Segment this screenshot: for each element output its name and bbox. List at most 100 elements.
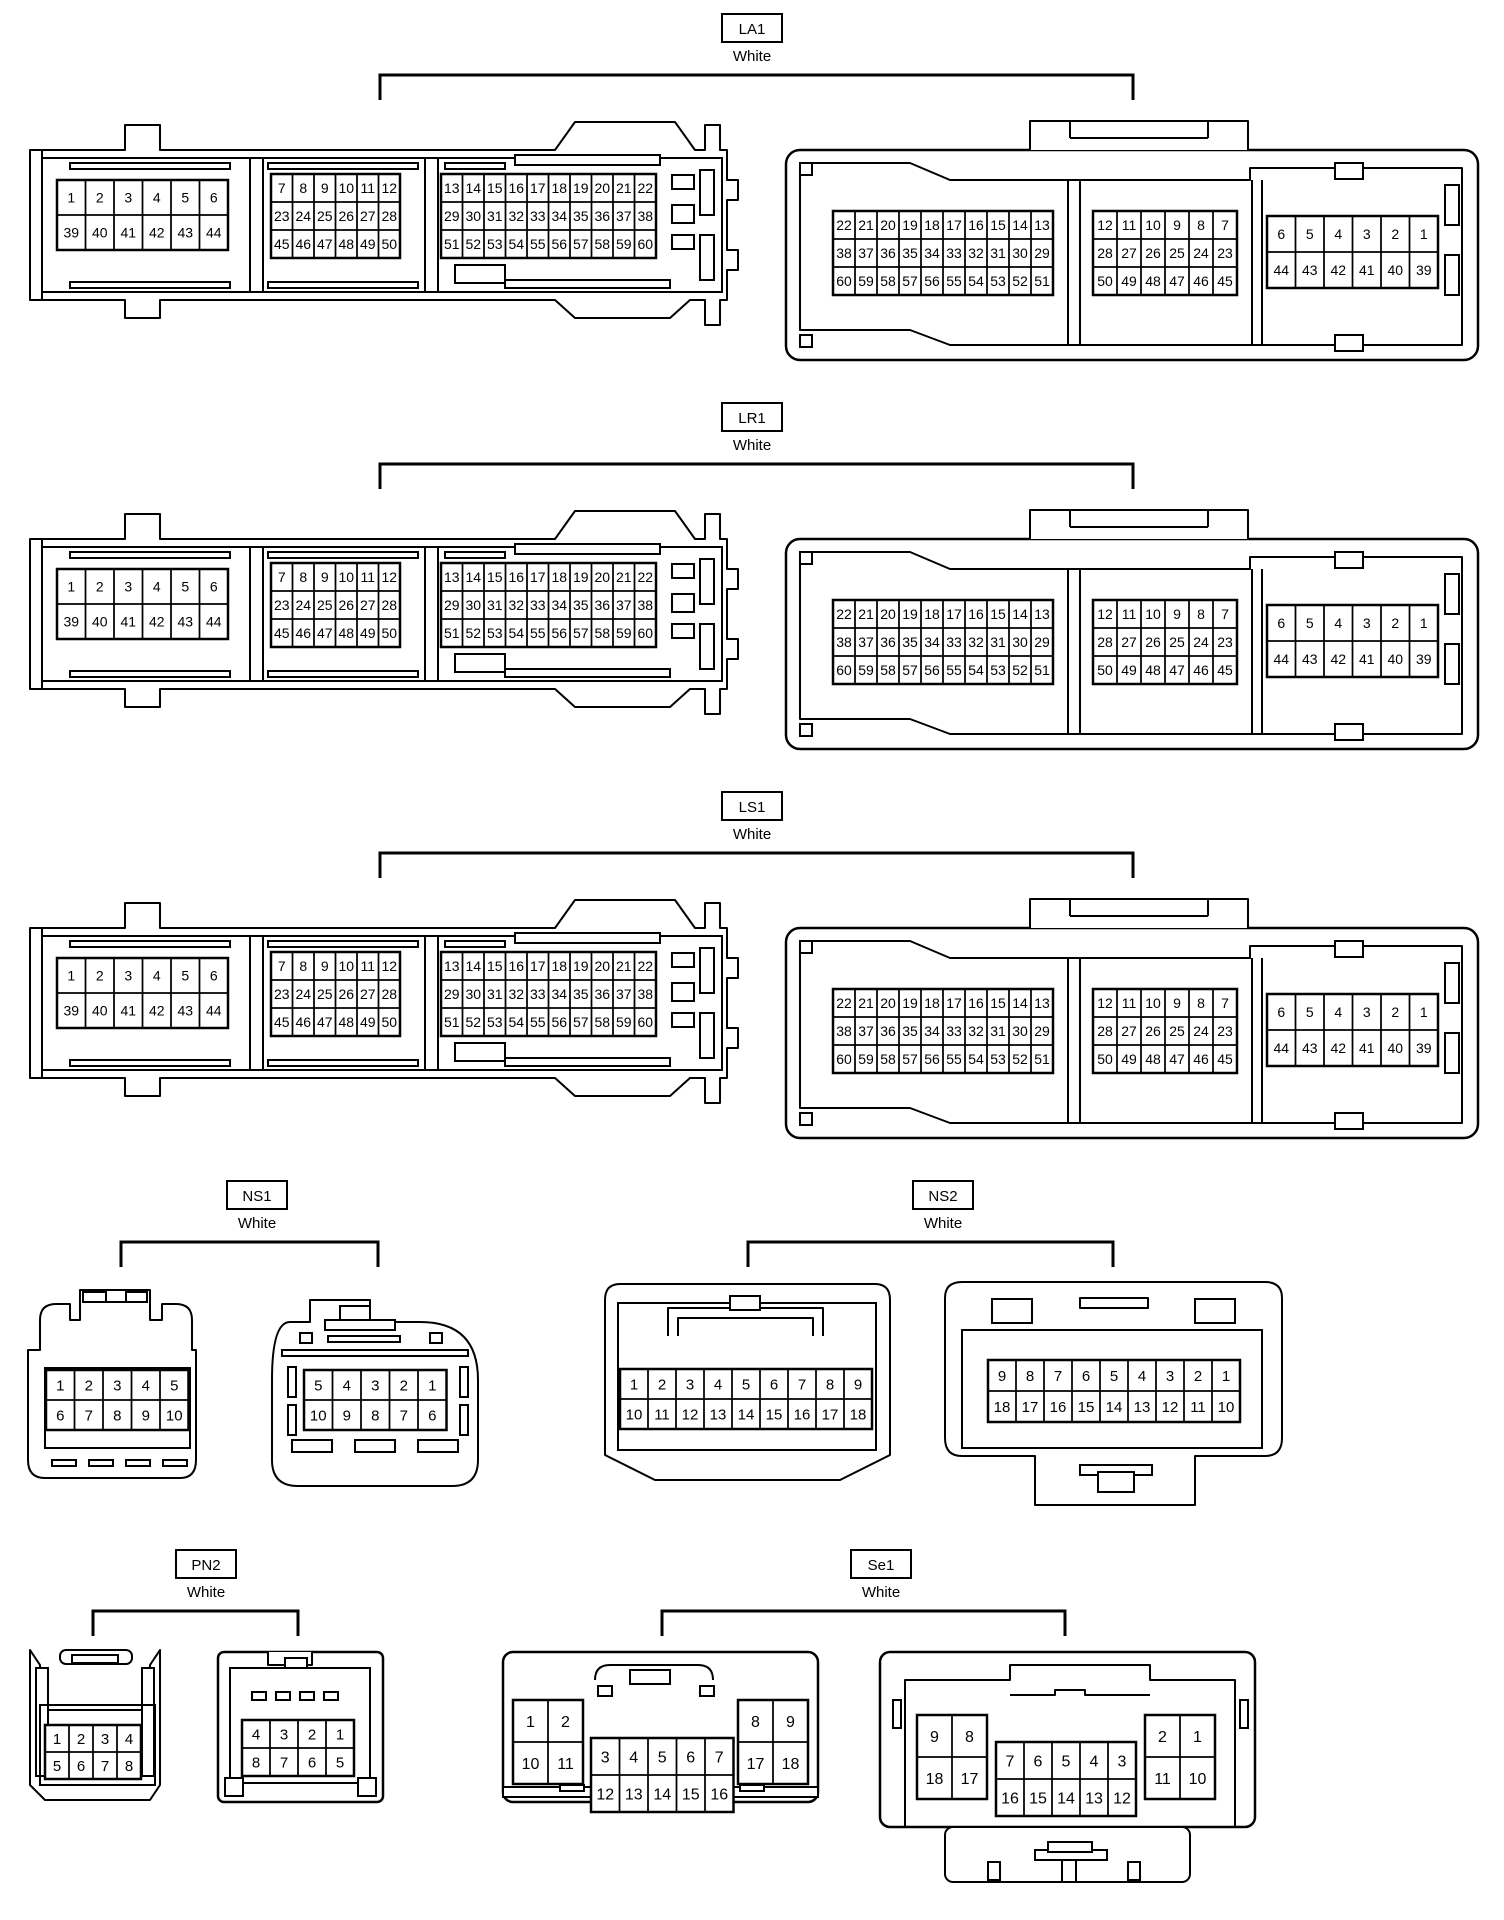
pin-number: 49 [360, 236, 376, 252]
pin-number: 16 [968, 606, 984, 622]
housing-outline [1010, 1689, 1150, 1696]
latch-tab [284, 1657, 308, 1669]
pin-number: 60 [637, 625, 653, 641]
pin-number: 22 [836, 217, 852, 233]
pin-number: 20 [594, 569, 610, 585]
pin-number: 36 [880, 634, 896, 650]
housing-outline [799, 162, 1463, 346]
pin-number: 1 [1420, 615, 1428, 631]
pin-number: 18 [924, 217, 940, 233]
pin-number: 4 [1334, 226, 1342, 242]
pin-number: 12 [381, 569, 397, 585]
pin-number: 9 [998, 1368, 1006, 1385]
pin-number: 5 [1306, 1004, 1314, 1020]
pin-number: 6 [1277, 1004, 1285, 1020]
key-block [671, 234, 695, 250]
pin-number: 9 [854, 1376, 862, 1393]
pin-number: 10 [338, 180, 354, 196]
pin-number: 54 [968, 1051, 984, 1067]
pin-number: 7 [715, 1749, 724, 1766]
pin-number: 27 [1121, 1023, 1137, 1039]
pin-number: 57 [902, 662, 918, 678]
pin-number: 13 [710, 1406, 727, 1423]
pin-number: 5 [53, 1758, 61, 1775]
pin-number: 14 [1057, 1790, 1075, 1807]
connector-code-ns1: NS1 [242, 1188, 271, 1205]
pin-number: 14 [465, 180, 481, 196]
pin-number: 41 [1359, 262, 1375, 278]
pin-number: 5 [1306, 615, 1314, 631]
pin-number: 4 [629, 1749, 638, 1766]
pin-number: 35 [573, 597, 589, 613]
pin-number: 8 [1026, 1368, 1034, 1385]
pin-number: 9 [1173, 606, 1181, 622]
pin-number: 11 [360, 958, 375, 974]
pin-number: 54 [968, 273, 984, 289]
pin-number: 23 [1217, 245, 1233, 261]
pin-number: 48 [1145, 1051, 1161, 1067]
latch-slot [1444, 962, 1460, 1004]
latch-slot [69, 670, 231, 678]
pin-number: 50 [1097, 273, 1113, 289]
pin-number: 56 [551, 236, 567, 252]
pin-number: 7 [280, 1754, 288, 1771]
latch-tab [699, 1685, 715, 1697]
pin-number: 19 [573, 180, 589, 196]
label-se1: Se1 White [850, 1549, 912, 1601]
pin-number: 37 [858, 1023, 874, 1039]
pin-number: 9 [343, 1407, 351, 1424]
pin-number: 17 [530, 958, 546, 974]
pin-number: 46 [295, 236, 311, 252]
pin-number: 20 [594, 958, 610, 974]
bracket-ns2 [746, 1240, 1115, 1267]
latch-slot [287, 1366, 297, 1398]
pin-number: 38 [637, 986, 653, 1002]
latch-slot [1334, 334, 1364, 352]
pin-number: 27 [1121, 245, 1137, 261]
pin-number: 1 [1193, 1729, 1202, 1746]
pin-number: 33 [946, 245, 962, 261]
pin-number: 5 [1110, 1368, 1118, 1385]
pin-number: 12 [1097, 217, 1113, 233]
pin-number: 32 [508, 597, 524, 613]
pin-number: 53 [487, 236, 503, 252]
pin-number: 10 [338, 958, 354, 974]
pin-number: 35 [902, 634, 918, 650]
pin-number: 17 [1022, 1399, 1039, 1416]
latch-tab [629, 1669, 671, 1685]
pin-number: 19 [902, 606, 918, 622]
pin-number: 14 [1012, 995, 1028, 1011]
pin-number: 4 [1090, 1753, 1099, 1770]
key-block [699, 169, 715, 216]
pin-number: 18 [782, 1756, 800, 1773]
latch-slot [459, 1366, 469, 1398]
pin-number: 38 [836, 1023, 852, 1039]
latch-slot [251, 1691, 267, 1701]
pin-number: 36 [594, 986, 610, 1002]
pin-number: 16 [710, 1786, 728, 1803]
bracket-lr1 [378, 462, 1135, 489]
pin-number: 36 [880, 245, 896, 261]
pin-number: 7 [85, 1407, 93, 1424]
pin-number: 5 [1062, 1753, 1071, 1770]
pin-number: 26 [1145, 1023, 1161, 1039]
pin-number: 7 [278, 958, 286, 974]
pin-number: 4 [343, 1377, 351, 1394]
pin-number: 11 [360, 180, 375, 196]
pin-number: 38 [637, 597, 653, 613]
pin-number: 31 [487, 208, 503, 224]
pin-number: 26 [338, 597, 354, 613]
latch-slot [323, 1691, 339, 1701]
pin-number: 12 [682, 1406, 699, 1423]
pin-number: 46 [1193, 662, 1209, 678]
pin-number: 7 [101, 1758, 109, 1775]
pin-number: 26 [1145, 245, 1161, 261]
pin-number: 29 [444, 208, 460, 224]
bracket-ls1 [378, 851, 1135, 878]
